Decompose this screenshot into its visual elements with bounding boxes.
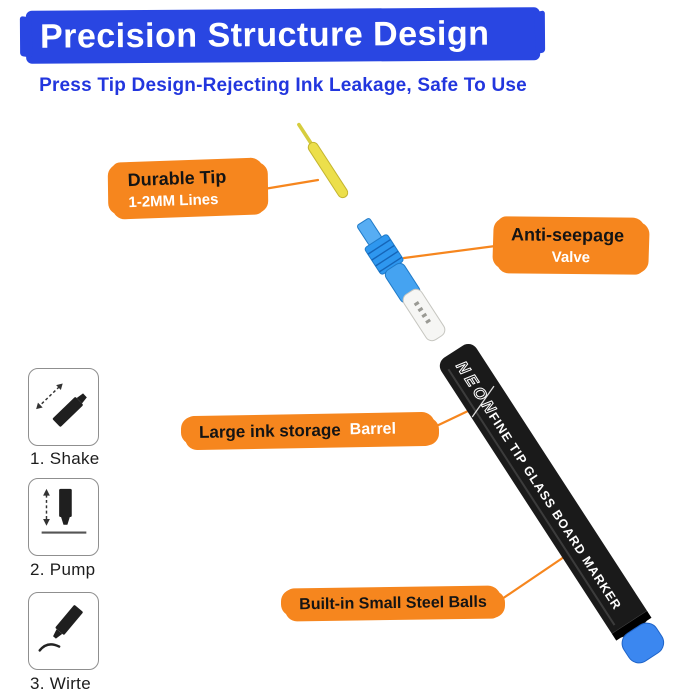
callout-anti-seepage-title: Anti-seepage xyxy=(511,224,625,246)
marker-barrel: NEON FINE TIP GLASS BOARD MARKER xyxy=(439,343,665,664)
callout-durable-tip-title: Durable Tip xyxy=(127,166,227,191)
callout-steel-balls-title: Built-in Small Steel Balls xyxy=(299,593,487,613)
callout-durable-tip: Durable Tip 1-2MM Lines xyxy=(111,157,265,220)
page-title: Precision Structure Design xyxy=(39,14,490,56)
step-shake-box xyxy=(28,368,99,446)
valve-callout-line xyxy=(402,243,505,260)
callout-ink-storage: Large ink storage Barrel xyxy=(184,411,436,451)
step-pump-box xyxy=(28,478,99,556)
marker-cap xyxy=(621,622,665,664)
shake-icon xyxy=(36,383,87,427)
write-icon xyxy=(38,605,83,652)
marker-tip-point xyxy=(297,122,313,146)
callout-anti-seepage: Anti-seepage Valve xyxy=(496,216,646,275)
step-pump-label: 2. Pump xyxy=(30,560,96,579)
marker-valve xyxy=(357,218,421,304)
callout-ink-storage-subtitle: Barrel xyxy=(349,420,397,439)
step-write-label: 3. Wirte xyxy=(30,674,91,689)
callout-anti-seepage-subtitle: Valve xyxy=(551,248,591,267)
page-subtitle: Press Tip Design-Rejecting Ink Leakage, … xyxy=(39,75,527,96)
callout-durable-tip-subtitle: 1-2MM Lines xyxy=(128,190,219,212)
step-shake-label: 1. Shake xyxy=(30,449,100,468)
title-banner: Precision Structure Design xyxy=(25,7,541,64)
barrel-text: FINE TIP GLASS BOARD MARKER xyxy=(486,410,624,612)
marker-connector xyxy=(402,288,446,342)
callout-steel-balls: Built-in Small Steel Balls xyxy=(284,585,502,622)
step-write-box xyxy=(28,592,99,670)
marker-nib xyxy=(307,141,349,199)
callout-ink-storage-title: Large ink storage xyxy=(198,420,341,442)
barrel-ring xyxy=(611,611,652,641)
barrel-shine xyxy=(471,385,495,418)
balls-callout-line xyxy=(497,555,566,603)
pump-icon xyxy=(41,488,87,534)
tip-callout-line xyxy=(262,178,320,191)
